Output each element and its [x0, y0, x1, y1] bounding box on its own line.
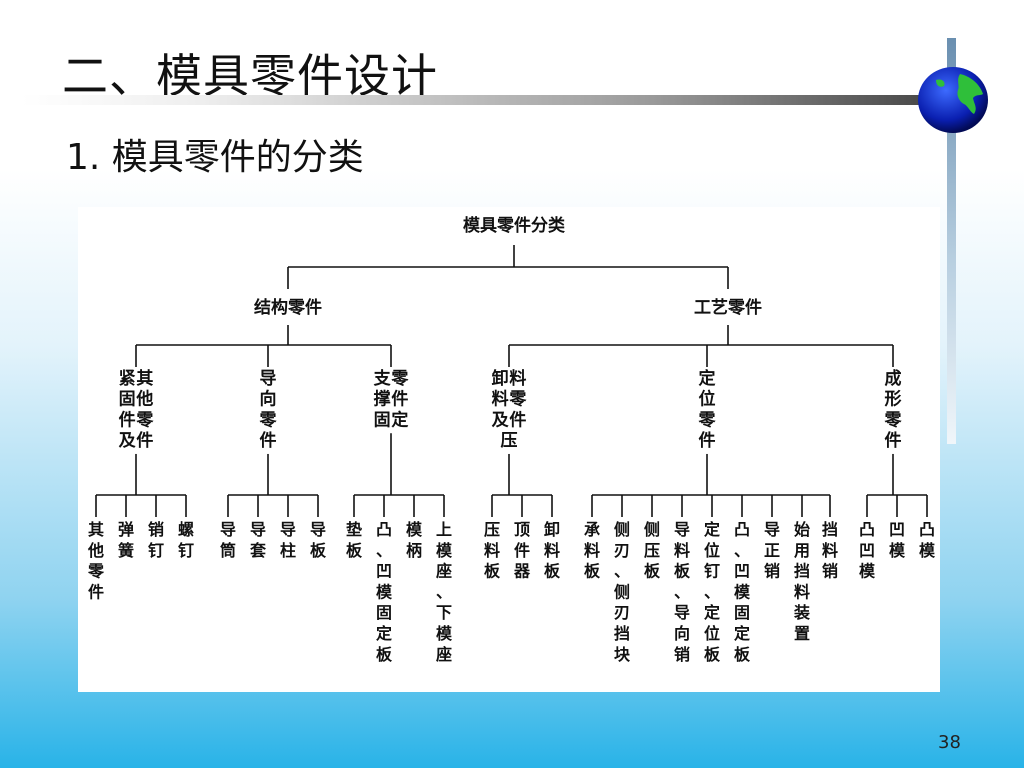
- globe-icon: [918, 67, 988, 133]
- slide-title: 二、模具零件设计: [62, 49, 438, 103]
- tree-leaf-node: 顶件器: [513, 520, 531, 581]
- tree-leaf-node: 定位钉、定位板: [703, 520, 721, 664]
- tree-leaf-node: 凸、凹模固定板: [375, 520, 393, 664]
- slide-subtitle: 1. 模具零件的分类: [66, 137, 364, 178]
- classification-tree-diagram: 模具零件分类结构零件工艺零件紧其固他件零及件导向零件支零撑件固定卸料料零及件压定…: [78, 207, 940, 692]
- tree-level2-node: 导向零件: [259, 369, 278, 451]
- tree-leaf-node: 上模座、下模座: [435, 520, 453, 664]
- tree-level2-node: 紧其固他件零及件: [119, 368, 155, 451]
- tree-leaf-node: 凸、凹模固定板: [733, 520, 751, 664]
- tree-leaf-node: 导柱: [280, 520, 296, 560]
- tree-level2-node: 成形零件: [884, 368, 903, 451]
- title-underline-bar: [22, 95, 922, 105]
- tree-leaf-node: 垫板: [346, 520, 363, 560]
- tree-leaf-node: 导正销: [764, 520, 780, 581]
- tree-level1-node: 工艺零件: [694, 297, 762, 318]
- tree-leaf-node: 承料板: [584, 520, 601, 581]
- tree-leaf-node: 凸凹模: [859, 520, 876, 581]
- tree-leaf-node: 侧刃、侧刃挡块: [614, 520, 631, 664]
- tree-leaf-node: 导料板、导向销: [674, 520, 691, 664]
- tree-leaf-node: 挡料销: [822, 520, 838, 581]
- tree-leaf-node: 凸模: [919, 520, 936, 560]
- tree-leaf-node: 始用挡料装置: [793, 520, 810, 643]
- tree-leaf-node: 螺钉: [178, 520, 194, 560]
- tree-svg: 模具零件分类结构零件工艺零件紧其固他件零及件导向零件支零撑件固定卸料料零及件压定…: [87, 215, 936, 664]
- tree-leaf-node: 弹簧: [118, 520, 134, 560]
- tree-level2-node: 定位零件: [698, 368, 717, 451]
- tree-root-node: 模具零件分类: [463, 215, 566, 236]
- tree-level2-node: 支零撑件固定: [374, 368, 410, 430]
- tree-leaf-node: 模柄: [406, 520, 423, 560]
- tree-leaf-node: 卸料板: [544, 520, 561, 581]
- tree-leaf-node: 销钉: [148, 520, 164, 560]
- tree-leaf-node: 侧压板: [644, 520, 661, 581]
- page-number: 38: [938, 732, 961, 753]
- tree-leaf-node: 导套: [249, 520, 267, 560]
- tree-leaf-node: 导板: [310, 520, 327, 560]
- tree-level2-node: 卸料料零及件压: [492, 368, 528, 451]
- tree-leaf-node: 导筒: [219, 520, 236, 560]
- tree-leaf-node: 凹模: [889, 520, 906, 560]
- tree-level1-node: 结构零件: [254, 297, 322, 318]
- vertical-decor-bar: [947, 38, 956, 444]
- tree-leaf-node: 其他零件: [87, 520, 105, 601]
- tree-leaf-node: 压料板: [484, 520, 501, 581]
